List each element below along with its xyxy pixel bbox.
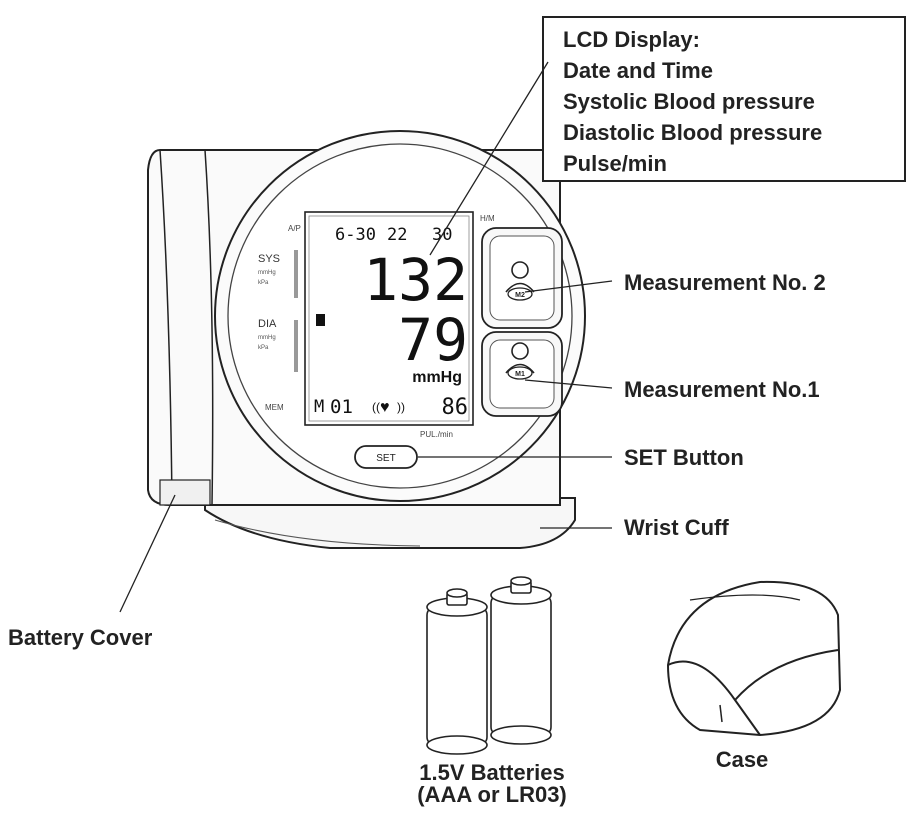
dia-unit-mmhg: mmHg — [258, 335, 276, 341]
heart-icon: ♥ — [380, 399, 390, 416]
lcd-unit: mmHg — [412, 369, 462, 386]
sys-unit-kpa: kPa — [258, 280, 269, 286]
leader-lcd — [429, 61, 549, 256]
dia-label: DIA — [258, 318, 277, 330]
lcd-callout-line-4: Diastolic Blood pressure — [563, 120, 822, 145]
batteries-label-line-2: (AAA or LR03) — [417, 782, 567, 807]
sys-label: SYS — [258, 253, 280, 265]
m1-button[interactable]: M1 — [481, 331, 563, 417]
batteries-label-line-1: 1.5V Batteries — [419, 760, 565, 785]
lcd-mem-prefix: M — [314, 397, 324, 417]
dia-unit-kpa: kPa — [258, 345, 269, 351]
am-pm-label: A/P — [288, 224, 301, 233]
battery-icon — [426, 588, 488, 755]
face-left-labels: A/P SYS mmHg kPa DIA mmHg kPa MEM — [258, 224, 301, 412]
leader-m1 — [524, 379, 613, 389]
dia-bar — [294, 320, 298, 372]
leader-lines — [119, 61, 613, 613]
wrist-cuff-label: Wrist Cuff — [624, 515, 729, 540]
leader-battery-cover — [119, 494, 176, 613]
lcd-callout-line-2: Date and Time — [563, 58, 713, 83]
set-button[interactable]: SET — [354, 445, 418, 469]
lcd-mem-number: 01 — [330, 396, 353, 418]
pulse-wave-right-icon: )) — [397, 400, 405, 414]
user-body-icon — [505, 282, 535, 293]
case-label: Case — [716, 747, 769, 772]
lcd-callout: LCD Display: Date and Time Systolic Bloo… — [542, 16, 906, 182]
measurement-1-label: Measurement No.1 — [624, 377, 820, 402]
user-head-icon — [511, 261, 529, 279]
set-button-label: SET — [376, 453, 395, 464]
battery-cover-label: Battery Cover — [8, 625, 153, 650]
lcd-systolic: 132 — [363, 246, 468, 314]
m2-button-label: M2 — [515, 292, 525, 299]
lcd-callout-line-1: LCD Display: — [563, 27, 700, 52]
m1-button-label: M1 — [515, 371, 525, 378]
leader-m2 — [524, 280, 613, 293]
pulse-wave-left-icon: (( — [372, 400, 380, 414]
lcd-hour: 22 — [387, 225, 407, 245]
lcd-callout-line-5: Pulse/min — [563, 151, 667, 176]
lcd-pulse: 86 — [442, 395, 469, 420]
lcd-indicator — [316, 314, 325, 326]
lcd-date: 6-30 — [335, 225, 376, 245]
lcd-diastolic: 79 — [398, 306, 468, 374]
mem-label: MEM — [265, 403, 284, 412]
sys-unit-mmhg: mmHg — [258, 270, 276, 276]
sys-bar — [294, 250, 298, 298]
battery-cover[interactable] — [159, 479, 211, 506]
user-head-icon — [511, 342, 529, 360]
lcd-callout-line-3: Systolic Blood pressure — [563, 89, 815, 114]
case-icon — [666, 580, 842, 737]
battery-icon — [490, 576, 552, 745]
measurement-2-label: Measurement No. 2 — [624, 270, 826, 295]
m2-button[interactable]: M2 — [481, 227, 563, 329]
lcd-screen: 6-30 22 30 132 79 mmHg M 01 ♥ (( )) 86 — [304, 211, 474, 426]
hour-minute-label: H/M — [480, 214, 495, 223]
pulse-label: PUL./min — [420, 430, 453, 439]
wrist-cuff — [204, 497, 576, 549]
set-button-callout: SET Button — [624, 445, 744, 470]
